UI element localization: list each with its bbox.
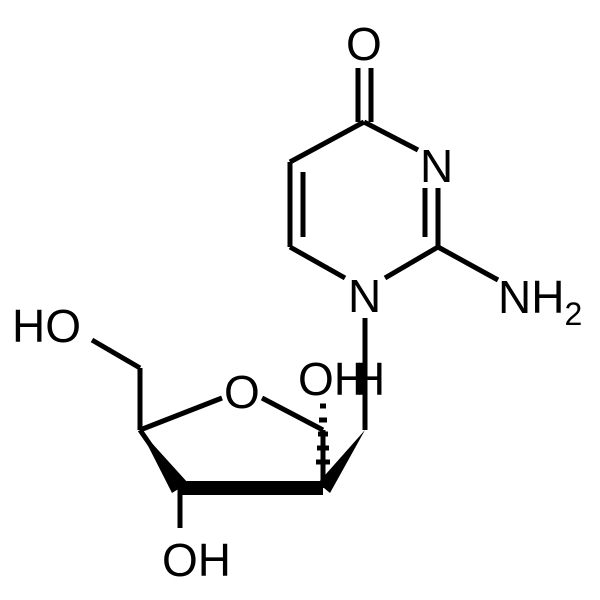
bond-n3-c4: [362, 119, 420, 153]
atom-nh2: NH2: [498, 271, 582, 332]
atom-n1: N: [348, 270, 381, 322]
bond-n1-c2: [383, 244, 440, 281]
bond-c2-nh2: [436, 244, 500, 283]
bond-c4prime-oring: [139, 395, 223, 433]
atom-oh-3prime: OH: [162, 534, 231, 586]
atom-h-1prime: H: [352, 353, 385, 405]
atom-o-carbonyl: O: [346, 18, 382, 70]
atom-n3: N: [420, 140, 453, 192]
bond-c6-n1: [288, 244, 347, 281]
pyrimidine-ring: [287, 119, 441, 281]
bold-bond-c3prime-c2prime: [180, 481, 323, 495]
wedge-c1prime-c2prime: [318, 430, 365, 493]
hashed-bond-c2prime-oh: [316, 403, 330, 465]
atom-o-ring: O: [224, 366, 260, 418]
atom-oh-2prime: OH: [298, 353, 367, 405]
bond-c4-c5: [288, 119, 366, 165]
atom-ho-5prime: HO: [12, 300, 81, 352]
bond-oring-c1prime: [260, 395, 325, 433]
wedge-c4prime-c3prime: [140, 430, 188, 493]
bond-c5prime-oh: [90, 337, 142, 371]
